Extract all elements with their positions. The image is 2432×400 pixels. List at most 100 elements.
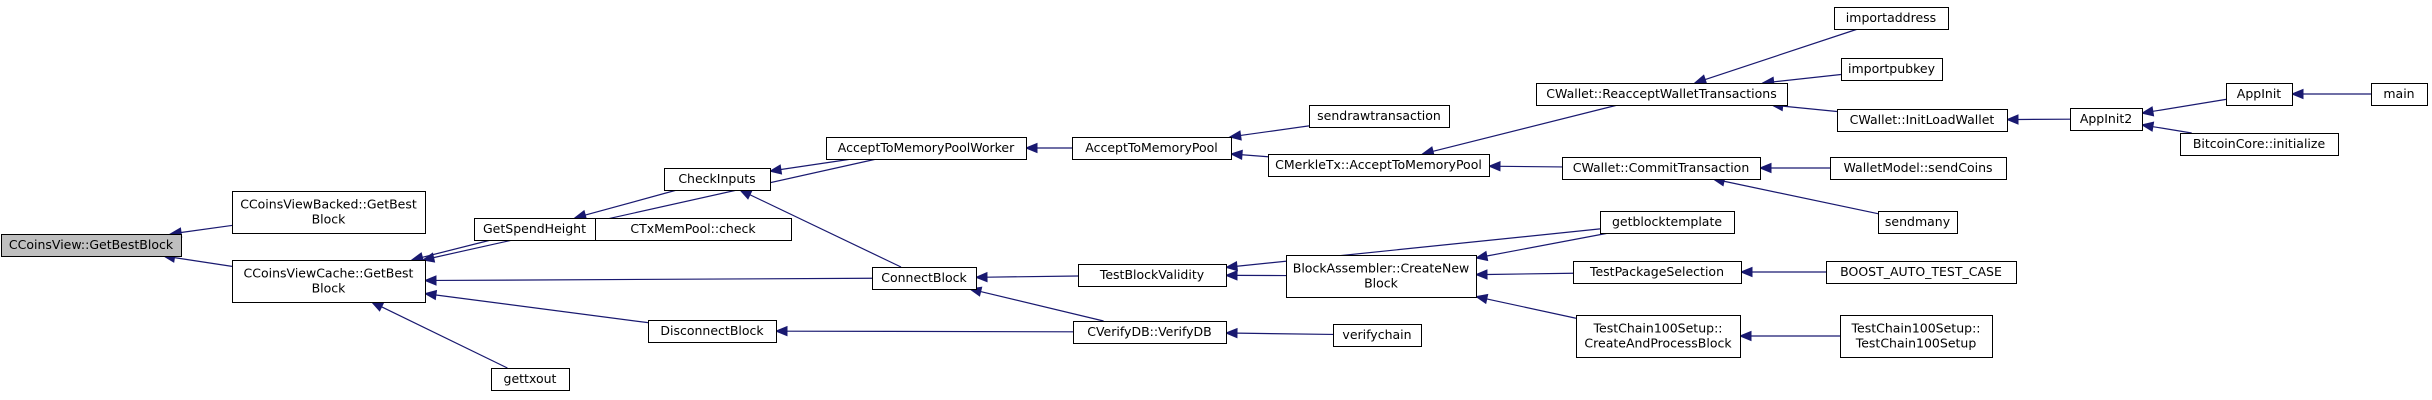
node-ctxmempool-check[interactable]: CTxMemPool::check bbox=[595, 218, 792, 241]
node-box bbox=[1830, 157, 2007, 180]
edge-cmerkletx_accepttomemorypool-to-accepttomemorypool bbox=[1241, 154, 1269, 158]
node-label: CVerifyDB::VerifyDB bbox=[1087, 324, 1211, 339]
node-main[interactable]: main bbox=[2371, 83, 2428, 106]
edges-layer bbox=[162, 28, 2371, 369]
node-label: AppInit bbox=[2237, 86, 2282, 101]
node-checkinputs[interactable]: CheckInputs bbox=[664, 168, 771, 191]
node-box bbox=[232, 260, 426, 303]
node-getblocktemplate[interactable]: getblocktemplate bbox=[1600, 211, 1735, 234]
node-label: Block bbox=[312, 281, 347, 296]
node-box bbox=[1573, 261, 1742, 284]
edge-testchain100setup_createandprocessblock-to-blockassembler_createnewblock bbox=[1486, 298, 1577, 319]
node-disconnectblock[interactable]: DisconnectBlock bbox=[648, 320, 777, 343]
arrowhead-blockassembler_createnewblock bbox=[1474, 250, 1489, 262]
edge-testpackageselection-to-blockassembler_createnewblock bbox=[1486, 272, 1574, 276]
edge-sendrawtransaction-to-accepttomemorypool bbox=[1240, 125, 1310, 137]
edge-cwallet_reacceptwallettransactions-to-cmerkletx_accepttomemorypool bbox=[1432, 104, 1618, 152]
node-cwallet-committransaction[interactable]: CWallet::CommitTransaction bbox=[1562, 157, 1761, 180]
node-box bbox=[826, 137, 1027, 160]
node-ccoinsviewcache-getbestblock[interactable]: CCoinsViewCache::GetBestBlock bbox=[232, 260, 426, 303]
arrowhead-testpackageselection bbox=[1739, 266, 1753, 278]
node-label: CCoinsViewCache::GetBest bbox=[244, 266, 414, 281]
node-box bbox=[595, 218, 792, 241]
node-importaddress[interactable]: importaddress bbox=[1834, 7, 1949, 30]
edge-cverifydb_verifydb-to-connectblock bbox=[980, 290, 1104, 322]
node-box bbox=[1078, 264, 1227, 287]
edge-sendmany-to-cwallet_committransaction bbox=[1723, 180, 1879, 215]
node-appinit2[interactable]: AppInit2 bbox=[2070, 108, 2143, 131]
node-label: AppInit2 bbox=[2080, 111, 2132, 126]
node-box bbox=[1, 234, 182, 257]
node-label: TestBlockValidity bbox=[1099, 267, 1205, 282]
node-testpackageselection[interactable]: TestPackageSelection bbox=[1573, 261, 1742, 284]
node-label: main bbox=[2383, 86, 2414, 101]
edge-ccoinsviewcache_getbestblock-to-ccoinsview_getbestblock bbox=[174, 257, 233, 267]
node-sendmany[interactable]: sendmany bbox=[1878, 211, 1958, 234]
node-box bbox=[664, 168, 771, 191]
edge-accepttomemorypoolworker-to-checkinputs bbox=[780, 158, 852, 171]
node-label: GetSpendHeight bbox=[483, 221, 586, 236]
node-boost-auto-test-case[interactable]: BOOST_AUTO_TEST_CASE bbox=[1826, 261, 2017, 284]
arrowhead-testblockvalidity bbox=[1224, 260, 1238, 272]
node-accepttomemorypool[interactable]: AcceptToMemoryPool bbox=[1072, 137, 1232, 160]
node-bitcoincore-initialize[interactable]: BitcoinCore::initialize bbox=[2180, 133, 2339, 156]
arrowhead-testblockvalidity bbox=[1224, 270, 1238, 281]
node-ccoinsviewbacked-getbestblock[interactable]: CCoinsViewBacked::GetBestBlock bbox=[232, 191, 426, 234]
arrowhead-cwallet_reacceptwallettransactions bbox=[1693, 74, 1708, 85]
node-cmerkletx-accepttomemorypool[interactable]: CMerkleTx::AcceptToMemoryPool bbox=[1268, 154, 1490, 177]
node-box bbox=[1562, 157, 1761, 180]
arrowhead-accepttomemorypool bbox=[1228, 130, 1242, 141]
node-label: CWallet::CommitTransaction bbox=[1573, 160, 1750, 175]
arrowhead-ccoinsviewcache_getbestblock bbox=[423, 289, 438, 301]
node-testchain100setup-testchain100setup[interactable]: TestChain100Setup::TestChain100Setup bbox=[1840, 315, 1993, 358]
node-verifychain[interactable]: verifychain bbox=[1333, 324, 1422, 347]
edge-ccoinsviewbacked_getbestblock-to-ccoinsview_getbestblock bbox=[180, 224, 233, 234]
node-box bbox=[1826, 261, 2017, 284]
node-cwallet-initloadwallet[interactable]: CWallet::InitLoadWallet bbox=[1837, 109, 2008, 132]
edge-connectblock-to-checkinputs bbox=[749, 194, 902, 268]
node-box bbox=[232, 191, 426, 234]
arrowhead-connectblock bbox=[974, 271, 988, 283]
arrowhead-appinit bbox=[2290, 88, 2304, 100]
node-cverifydb-verifydb[interactable]: CVerifyDB::VerifyDB bbox=[1073, 321, 1227, 344]
node-box bbox=[648, 320, 777, 343]
node-gettxout[interactable]: gettxout bbox=[491, 368, 570, 391]
node-cwallet-reacceptwallettransactions[interactable]: CWallet::ReacceptWalletTransactions bbox=[1536, 83, 1788, 106]
edge-disconnectblock-to-ccoinsviewcache_getbestblock bbox=[435, 294, 649, 324]
edge-getspendheight-to-ccoinsviewcache_getbestblock bbox=[422, 239, 492, 258]
arrowhead-ccoinsviewcache_getbestblock bbox=[370, 301, 385, 312]
edge-cwallet_initloadwallet-to-cwallet_reacceptwallettransactions bbox=[1782, 105, 1838, 113]
node-box bbox=[1834, 7, 1949, 30]
edge-checkinputs-to-getspendheight bbox=[585, 189, 678, 216]
node-importpubkey[interactable]: importpubkey bbox=[1841, 58, 1943, 81]
node-connectblock[interactable]: ConnectBlock bbox=[872, 267, 977, 290]
node-testchain100setup-createandprocessblock[interactable]: TestChain100Setup::CreateAndProcessBlock bbox=[1576, 315, 1741, 358]
edge-importpubkey-to-cwallet_reacceptwallettransactions bbox=[1773, 73, 1842, 83]
node-label: gettxout bbox=[504, 371, 557, 386]
node-label: CTxMemPool::check bbox=[630, 221, 756, 236]
arrowhead-cmerkletx_accepttomemorypool bbox=[1487, 161, 1501, 172]
node-ccoinsview-getbestblock[interactable]: CCoinsView::GetBestBlock bbox=[1, 234, 182, 257]
node-box bbox=[1576, 315, 1741, 358]
node-walletmodel-sendcoins[interactable]: WalletModel::sendCoins bbox=[1830, 157, 2007, 180]
node-box bbox=[2371, 83, 2428, 106]
node-appinit[interactable]: AppInit bbox=[2226, 83, 2293, 106]
node-box bbox=[1841, 58, 1943, 81]
node-box bbox=[1600, 211, 1735, 234]
node-getspendheight[interactable]: GetSpendHeight bbox=[474, 218, 596, 241]
arrowhead-blockassembler_createnewblock bbox=[1474, 293, 1489, 305]
node-label: AcceptToMemoryPool bbox=[1085, 140, 1217, 155]
node-label: getblocktemplate bbox=[1612, 214, 1722, 229]
node-sendrawtransaction[interactable]: sendrawtransaction bbox=[1309, 105, 1450, 128]
node-label: CheckInputs bbox=[678, 171, 755, 186]
node-box bbox=[872, 267, 977, 290]
node-testblockvalidity[interactable]: TestBlockValidity bbox=[1078, 264, 1227, 287]
node-label: Block bbox=[1364, 276, 1399, 291]
arrowhead-cwallet_initloadwallet bbox=[2005, 114, 2019, 125]
node-label: BitcoinCore::initialize bbox=[2193, 136, 2326, 151]
node-label: CWallet::ReacceptWalletTransactions bbox=[1546, 86, 1776, 101]
node-box bbox=[2070, 108, 2143, 131]
node-accepttomemorypoolworker[interactable]: AcceptToMemoryPoolWorker bbox=[826, 137, 1027, 160]
